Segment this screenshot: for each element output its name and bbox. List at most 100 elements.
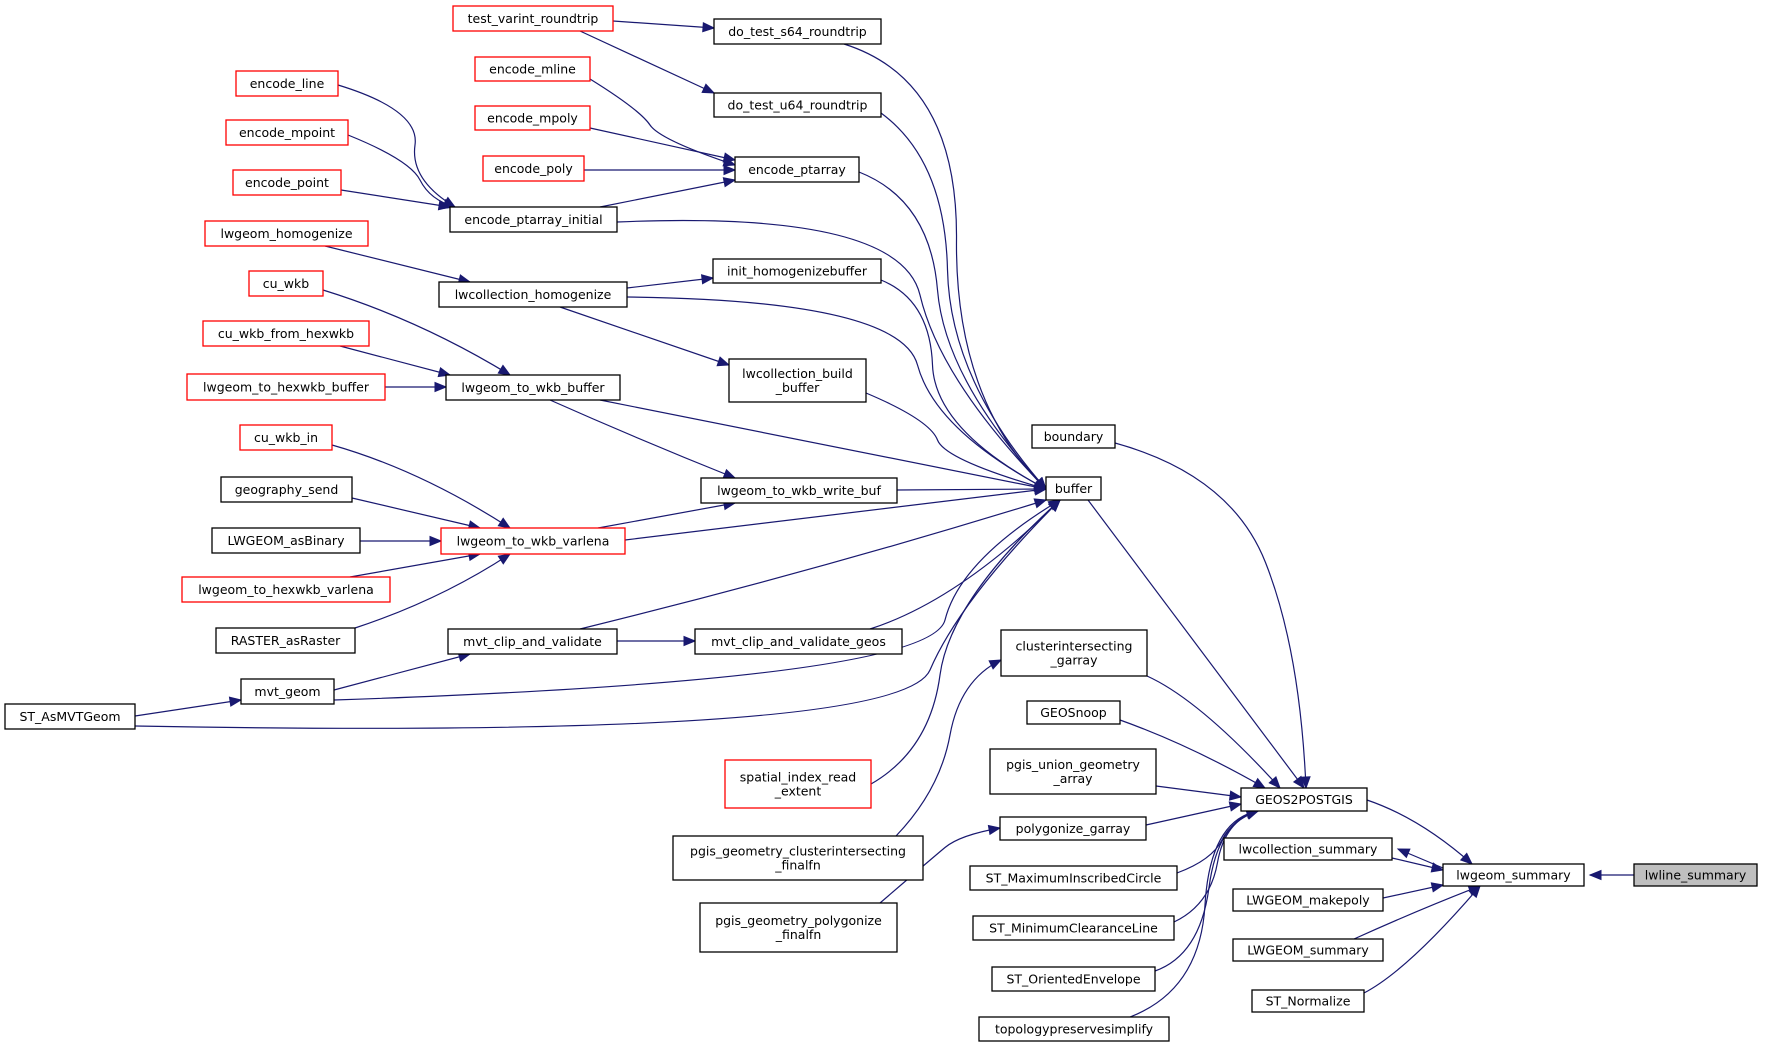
node-encode_ptarray_initial[interactable]: encode_ptarray_initial (449, 206, 618, 233)
node-box[interactable] (734, 156, 860, 183)
node-box[interactable] (1232, 938, 1384, 962)
node-box[interactable] (232, 169, 342, 196)
node-box[interactable] (452, 5, 614, 32)
node-lwgeom_summary[interactable]: lwgeom_summary (1442, 863, 1585, 887)
node-box[interactable] (969, 865, 1178, 891)
node-LWGEOM_summary[interactable]: LWGEOM_summary (1232, 938, 1384, 962)
node-lwgeom_to_wkb_varlena[interactable]: lwgeom_to_wkb_varlena (440, 527, 626, 555)
node-box[interactable] (694, 628, 903, 655)
node-box[interactable] (989, 748, 1157, 795)
node-mvt_clip_and_validate[interactable]: mvt_clip_and_validate (447, 628, 618, 655)
node-box[interactable] (978, 1016, 1170, 1042)
node-box[interactable] (1633, 863, 1758, 887)
node-box[interactable] (1223, 837, 1393, 861)
node-box[interactable] (700, 477, 898, 504)
node-ST_Normalize[interactable]: ST_Normalize (1251, 989, 1365, 1013)
node-box[interactable] (181, 576, 391, 603)
node-encode_mpoly[interactable]: encode_mpoly (474, 105, 591, 131)
node-init_homogenizebuffer[interactable]: init_homogenizebuffer (712, 258, 882, 284)
node-box[interactable] (240, 678, 335, 705)
node-box[interactable] (4, 703, 136, 730)
node-encode_poly[interactable]: encode_poly (482, 155, 585, 182)
node-box[interactable] (447, 628, 618, 655)
node-box[interactable] (1240, 787, 1368, 812)
node-pgis_geometry_polygonize_finalfn[interactable]: pgis_geometry_polygonize_finalfn (699, 902, 898, 953)
node-mvt_clip_and_validate_geos[interactable]: mvt_clip_and_validate_geos (694, 628, 903, 655)
node-lwgeom_to_hexwkb_varlena[interactable]: lwgeom_to_hexwkb_varlena (181, 576, 391, 603)
node-box[interactable] (713, 18, 882, 45)
node-cu_wkb[interactable]: cu_wkb (248, 270, 324, 297)
node-ST_OrientedEnvelope[interactable]: ST_OrientedEnvelope (991, 966, 1156, 992)
node-lwgeom_to_wkb_write_buf[interactable]: lwgeom_to_wkb_write_buf (700, 477, 898, 504)
node-encode_mline[interactable]: encode_mline (474, 56, 591, 82)
node-do_test_s64_roundtrip[interactable]: do_test_s64_roundtrip (713, 18, 882, 45)
node-box[interactable] (1026, 700, 1121, 725)
node-geography_send[interactable]: geography_send (220, 476, 353, 503)
node-box[interactable] (235, 70, 339, 97)
node-box[interactable] (699, 902, 898, 953)
node-box[interactable] (672, 835, 924, 881)
node-RASTER_asRaster[interactable]: RASTER_asRaster (215, 627, 356, 654)
node-box[interactable] (239, 424, 333, 451)
node-box[interactable] (482, 155, 585, 182)
node-buffer[interactable]: buffer (1045, 476, 1102, 501)
node-lwcollection_build_buffer[interactable]: lwcollection_build_buffer (728, 358, 867, 403)
node-encode_ptarray[interactable]: encode_ptarray (734, 156, 860, 183)
node-box[interactable] (474, 56, 591, 82)
node-do_test_u64_roundtrip[interactable]: do_test_u64_roundtrip (713, 92, 882, 118)
node-pgis_union_geometry_array[interactable]: pgis_union_geometry_array (989, 748, 1157, 795)
node-polygonize_garray[interactable]: polygonize_garray (999, 816, 1147, 841)
node-ST_MinimumClearanceLine[interactable]: ST_MinimumClearanceLine (972, 915, 1175, 941)
node-box[interactable] (999, 816, 1147, 841)
node-lwline_summary[interactable]: lwline_summary (1633, 863, 1758, 887)
node-box[interactable] (724, 759, 872, 809)
node-box[interactable] (211, 527, 361, 554)
node-test_varint_roundtrip[interactable]: test_varint_roundtrip (452, 5, 614, 32)
node-GEOSnoop[interactable]: GEOSnoop (1026, 700, 1121, 725)
node-box[interactable] (713, 92, 882, 118)
node-clusterintersecting_garray[interactable]: clusterintersecting_garray (1000, 629, 1148, 677)
node-box[interactable] (1442, 863, 1585, 887)
node-box[interactable] (248, 270, 324, 297)
node-ST_MaximumInscribedCircle[interactable]: ST_MaximumInscribedCircle (969, 865, 1178, 891)
node-box[interactable] (215, 627, 356, 654)
node-cu_wkb_in[interactable]: cu_wkb_in (239, 424, 333, 451)
node-lwgeom_to_wkb_buffer[interactable]: lwgeom_to_wkb_buffer (445, 374, 621, 401)
node-lwcollection_homogenize[interactable]: lwcollection_homogenize (438, 281, 628, 308)
node-box[interactable] (728, 358, 867, 403)
node-topologypreservesimplify[interactable]: topologypreservesimplify (978, 1016, 1170, 1042)
node-GEOS2POSTGIS[interactable]: GEOS2POSTGIS (1240, 787, 1368, 812)
node-box[interactable] (1251, 989, 1365, 1013)
node-box[interactable] (202, 320, 370, 347)
node-lwgeom_to_hexwkb_buffer[interactable]: lwgeom_to_hexwkb_buffer (186, 373, 386, 401)
node-box[interactable] (438, 281, 628, 308)
node-box[interactable] (1232, 888, 1384, 912)
node-pgis_geometry_clusterintersecting_finalfn[interactable]: pgis_geometry_clusterintersecting_finalf… (672, 835, 924, 881)
node-mvt_geom[interactable]: mvt_geom (240, 678, 335, 705)
node-encode_mpoint[interactable]: encode_mpoint (225, 119, 349, 146)
node-box[interactable] (712, 258, 882, 284)
node-box[interactable] (445, 374, 621, 401)
node-box[interactable] (1031, 424, 1116, 449)
node-encode_line[interactable]: encode_line (235, 70, 339, 97)
node-ST_AsMVTGeom[interactable]: ST_AsMVTGeom (4, 703, 136, 730)
node-LWGEOM_asBinary[interactable]: LWGEOM_asBinary (211, 527, 361, 554)
node-cu_wkb_from_hexwkb[interactable]: cu_wkb_from_hexwkb (202, 320, 370, 347)
node-lwcollection_summary[interactable]: lwcollection_summary (1223, 837, 1393, 861)
node-boundary[interactable]: boundary (1031, 424, 1116, 449)
node-box[interactable] (204, 220, 369, 247)
node-spatial_index_read_extent[interactable]: spatial_index_read_extent (724, 759, 872, 809)
node-lwgeom_homogenize[interactable]: lwgeom_homogenize (204, 220, 369, 247)
node-box[interactable] (991, 966, 1156, 992)
node-box[interactable] (449, 206, 618, 233)
node-LWGEOM_makepoly[interactable]: LWGEOM_makepoly (1232, 888, 1384, 912)
node-box[interactable] (1045, 476, 1102, 501)
node-box[interactable] (474, 105, 591, 131)
node-box[interactable] (220, 476, 353, 503)
node-box[interactable] (225, 119, 349, 146)
node-box[interactable] (1000, 629, 1148, 677)
node-encode_point[interactable]: encode_point (232, 169, 342, 196)
node-box[interactable] (440, 527, 626, 555)
node-box[interactable] (186, 373, 386, 401)
node-box[interactable] (972, 915, 1175, 941)
